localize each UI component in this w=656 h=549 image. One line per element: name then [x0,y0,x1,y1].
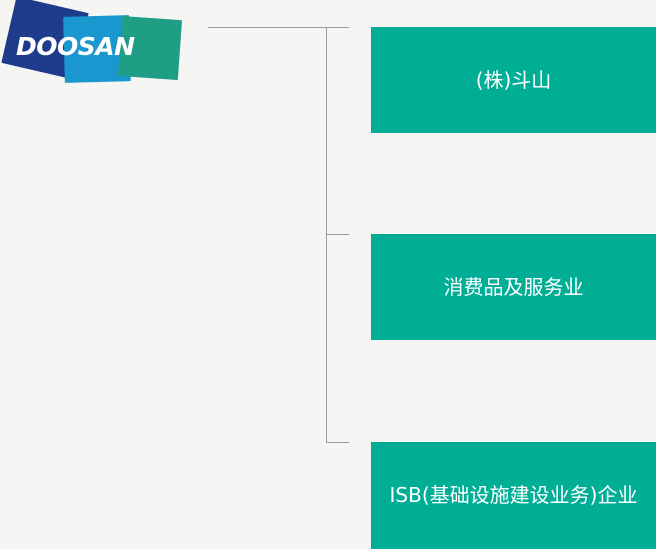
connector-trunk [326,27,327,443]
doosan-logo: DOOSAN [1,0,183,84]
node-label: ISB(基础设施建设业务)企业 [389,483,638,507]
node-consumer-services: 消费品及服务业 [371,234,656,340]
connector-from-logo [208,27,349,28]
connector-branch-2 [326,234,349,235]
connector-branch-3 [326,442,349,443]
node-label: (株)斗山 [475,67,552,92]
logo-text: DOOSAN [16,32,135,61]
node-label: 消费品及服务业 [443,274,584,299]
node-doosan-corp: (株)斗山 [371,27,656,133]
node-isb-companies: ISB(基础设施建设业务)企业 [371,442,656,549]
